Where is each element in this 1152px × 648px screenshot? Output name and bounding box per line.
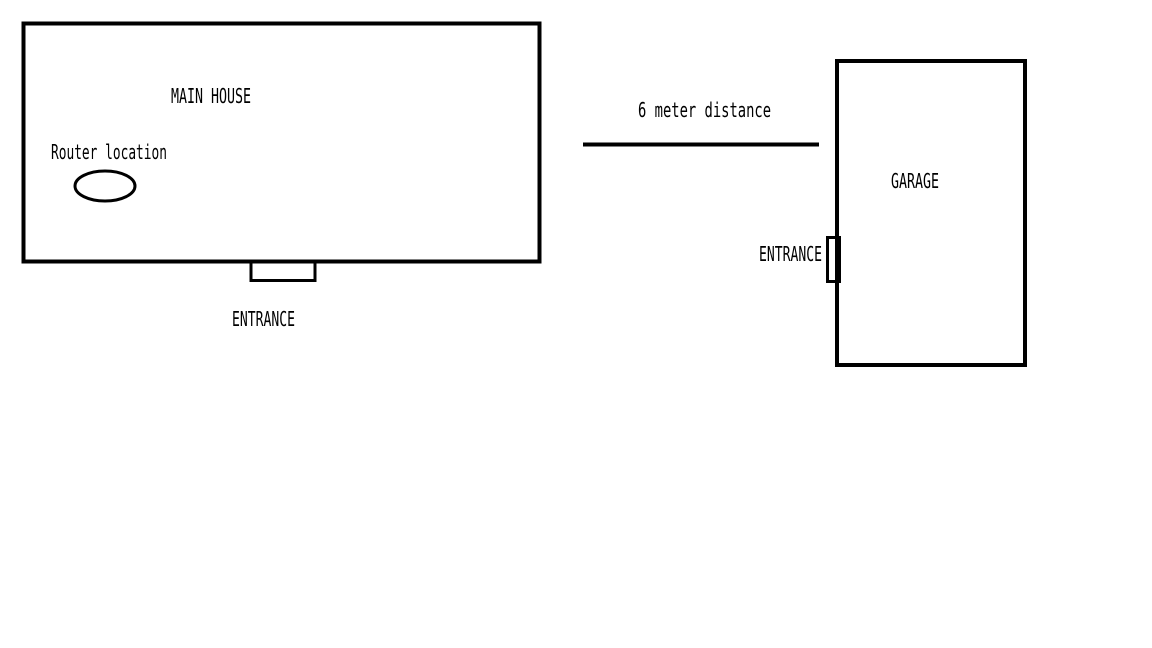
garage-group: GARAGE ENTRANCE [759, 59, 1027, 367]
distance-group: 6 meter distance [583, 98, 819, 147]
main-house-entrance-label: ENTRANCE [232, 307, 295, 331]
router-location-label: Router location [51, 140, 167, 164]
distance-label: 6 meter distance [638, 98, 771, 122]
router-location-marker [73, 169, 137, 203]
garage-entrance-label: ENTRANCE [759, 242, 822, 266]
garage-outline [835, 59, 1027, 367]
main-house-group: MAIN HOUSE Router location ENTRANCE [21, 21, 542, 331]
main-house-entrance-marker [249, 260, 317, 282]
garage-label: GARAGE [891, 169, 939, 193]
main-house-label: MAIN HOUSE [171, 84, 251, 108]
